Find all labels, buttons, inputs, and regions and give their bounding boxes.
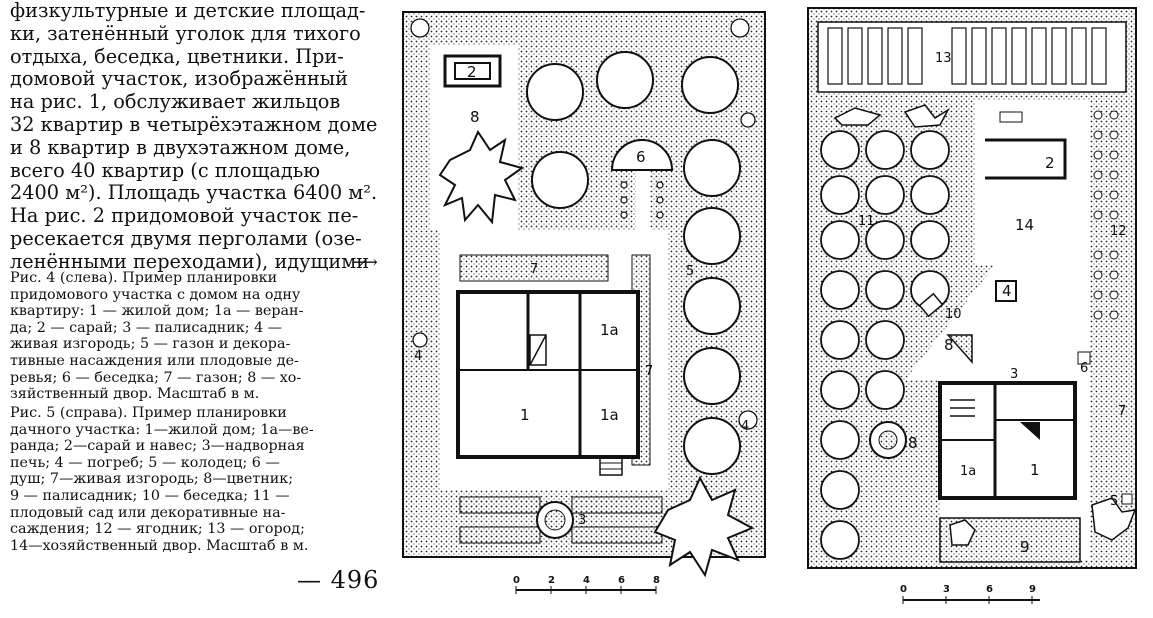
intro-line: отдыха, беседка, цветники. При- [10,44,344,68]
intro-line: физкультурные и детские площад- [10,0,366,22]
gazebo-icon [918,292,944,318]
figure-4-plan: 1 1а 1а 2 3 4 4 5 6 7 7 8 0 2 4 6 8 [402,11,766,594]
label-veranda: 1а [600,321,619,339]
scale-bar: 0 3 6 9 [900,584,1040,604]
label-lawn: 7 [645,364,653,379]
intro-text: физкультурные и детские площад- ки, зате… [10,0,382,274]
continuation-arrow: ⟶ [352,252,378,273]
figure-4-caption: Рис. 4 (слева). Пример планировки придом… [10,270,382,403]
hedge [410,18,758,430]
shrub-icon [1091,497,1137,541]
caption-line: плодовый сад или декоративные на- [10,504,286,521]
caption-line: квартиру: 1 — жилой дом; 1а — веран- [10,303,304,320]
label-house: 1 [520,406,530,424]
label-vegetables: 13 [935,51,952,66]
scale-tick: 8 [653,575,660,586]
figure-5-caption: Рис. 5 (справа). Пример планировки дачно… [10,405,382,554]
shrub-icon [949,519,976,546]
label-berries: 12 [1110,224,1127,239]
intro-line: ресекается двумя перголами (озе- [10,226,362,250]
label-yard: 14 [1015,216,1034,234]
caption-line: 9 — палисадник; 10 — беседка; 11 — [10,487,290,504]
intro-line: ки, затенённый уголок для тихого [10,21,361,45]
label-hedge: 4 [414,349,422,364]
label-flowerbed: 8 [944,336,954,354]
caption-line: печь; 4 — погреб; 5 — колодец; 6 — [10,454,280,471]
scale-tick: 0 [900,584,907,595]
label-lawn: 7 [530,262,538,277]
caption-line: живая изгородь; 5 — газон и декора- [10,336,291,353]
shower-icon [1077,351,1091,365]
intro-line: всего 40 квартир (с площадью [10,158,321,182]
intro-line: ленёнными переходами), идущими [10,249,370,273]
caption-line: да; 2 — сарай; 3 — палисадник; 4 — [10,319,283,336]
label-veranda: 1а [960,464,976,479]
scale-tick: 6 [986,584,993,595]
scale-tick: 0 [513,575,520,586]
label-cellar: 4 [1002,282,1012,300]
gazebo-icon [610,139,674,171]
caption-line: 14—хозяйственный двор. Масштаб в м. [10,537,309,554]
caption-line: придомового участка с домом на одну [10,286,301,303]
caption-line: зяйственный двор. Масштаб в м. [10,386,260,403]
label-shed: 2 [467,63,477,81]
label-gazebo: 6 [636,148,646,166]
intro-line: 2400 м²). Площадь участка 6400 м². [10,181,378,205]
orchard-trees [820,130,950,560]
trees [526,51,741,475]
scale-tick: 4 [583,575,590,586]
intro-line: домовой участок, изображённый [10,67,348,91]
label-flowerbed: 8 [908,434,918,452]
shrub-icon [438,129,525,225]
lawn-strip [459,254,609,282]
label-gazebo: 10 [945,307,962,322]
label-front-garden: 9 [1020,538,1030,556]
label-lawn-trees: 5 [686,264,694,279]
figure-5-plan: 1 1а 2 3 4 5 6 7 8 8 9 10 11 12 13 14 0 … [807,7,1137,604]
caption-line: душ; 7—живая изгородь; 8—цветник; [10,471,294,488]
well-icon [1121,493,1133,505]
caption-line: ревья; 6 — беседка; 7 — газон; 8 — хо- [10,369,302,386]
label-shower: 6 [1080,361,1088,376]
label-stove: 3 [1010,367,1018,382]
caption-line: Рис. 4 (слева). Пример планировки [10,270,278,286]
house [456,290,640,459]
page-number: — 496 [297,566,380,594]
shrub-icon [833,107,882,126]
flowerbed-icon [946,334,973,364]
label-hedge: 4 [741,419,749,434]
caption-line: дачного участка: 1—жилой дом; 1а—ве- [10,421,314,438]
label-hedge: 7 [1118,404,1126,419]
label-house: 1 [1030,461,1040,479]
caption-line: ранда; 2—сарай и навес; 3—надворная [10,438,305,455]
stove-icon [1020,422,1040,440]
intro-line: 32 квартир в четырёхэтажном доме [10,112,378,136]
intro-line: и 8 квартир в двухэтажном доме, [10,135,351,159]
caption-line: тивные насаждения или плодовые де- [10,352,299,369]
label-veranda: 1а [600,406,619,424]
scale-tick: 3 [943,584,950,595]
label-front-garden: 3 [578,513,586,528]
label-shed: 2 [1045,154,1055,172]
caption-line: саждения; 12 — ягодник; 13 — огород; [10,521,305,538]
label-orchard: 11 [858,214,875,229]
scale-tick: 2 [548,575,555,586]
scale-tick: 9 [1029,584,1036,595]
shrub-icon [903,104,950,128]
intro-line: На рис. 2 придомовой участок пе- [10,204,359,228]
intro-line: на рис. 1, обслуживает жильцов [10,90,341,114]
label-well: 5 [1110,494,1118,509]
berry-bushes [1093,110,1119,320]
caption-line: Рис. 5 (справа). Пример планировки [10,405,287,421]
cellar [995,280,1017,302]
service-yard [975,100,1075,265]
label-yard: 8 [470,108,480,126]
scale-bar: 0 2 4 6 8 [513,575,660,594]
shrub-icon [653,475,755,578]
scale-tick: 6 [618,575,625,586]
